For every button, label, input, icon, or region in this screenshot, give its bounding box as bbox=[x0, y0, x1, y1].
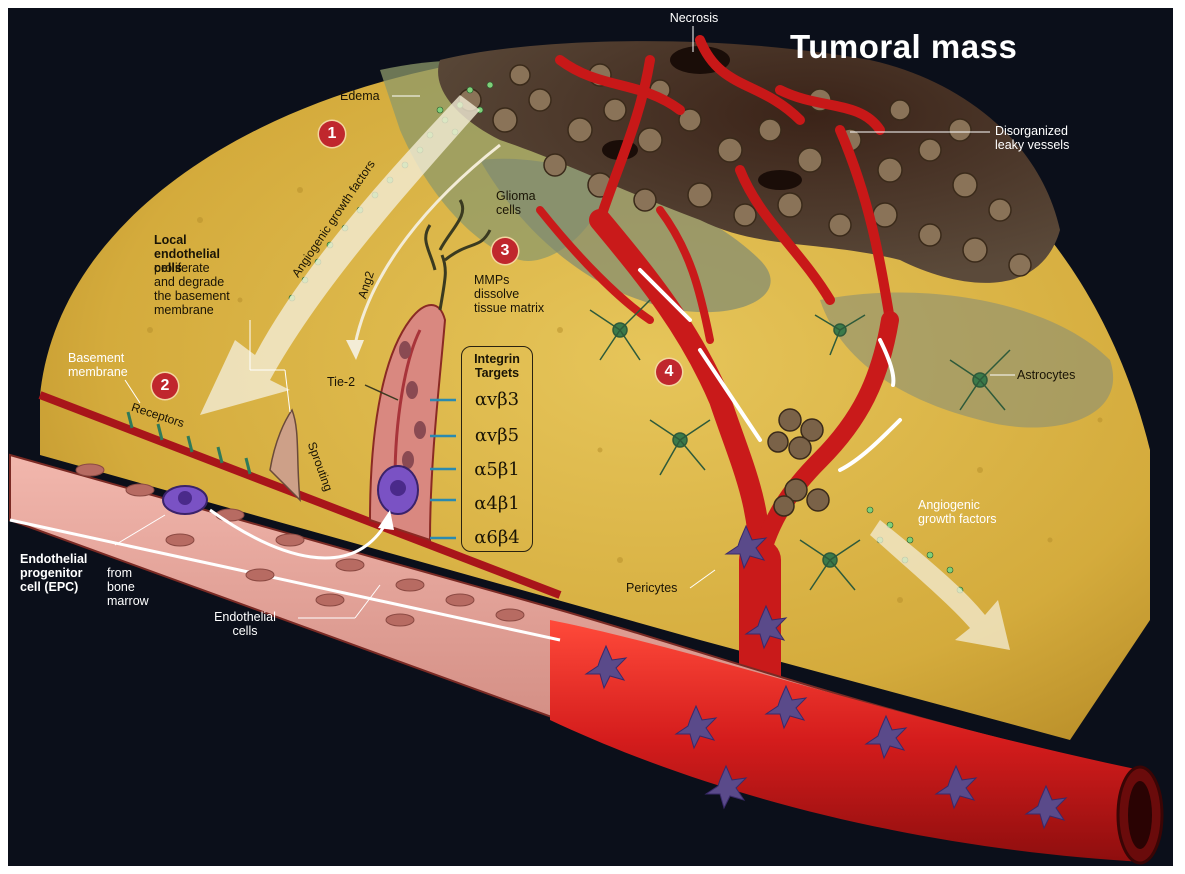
step-badge-2: 2 bbox=[152, 373, 178, 399]
label-edema: Edema bbox=[340, 89, 380, 103]
label-epc-rest: from bone marrow bbox=[107, 566, 167, 608]
diagram-title: Tumoral mass bbox=[790, 28, 1017, 66]
label-endothelial-cells: Endothelial cells bbox=[195, 610, 295, 638]
step-badge-1: 1 bbox=[319, 121, 345, 147]
label-local-endothelial-rest: proliferate and degrade the basement mem… bbox=[154, 261, 284, 317]
label-basement-membrane: Basement membrane bbox=[68, 351, 128, 379]
label-astrocytes: Astrocytes bbox=[1017, 368, 1075, 382]
label-mmps: MMPs dissolve tissue matrix bbox=[474, 273, 544, 315]
label-necrosis: Necrosis bbox=[655, 11, 733, 25]
step-badge-4: 4 bbox=[656, 359, 682, 385]
integrin-item: α5β1 bbox=[462, 459, 532, 480]
label-angiogenic-growth-factors: Angiogenic growth factors bbox=[918, 498, 997, 526]
integrin-targets-box: Integrin Targets αvβ3 αvβ5 α5β1 α4β1 α6β… bbox=[461, 346, 533, 552]
label-disorganized-vessels: Disorganized leaky vessels bbox=[995, 124, 1069, 152]
integrin-title: Integrin Targets bbox=[462, 352, 532, 380]
integrin-item: αvβ3 bbox=[462, 389, 532, 410]
integrin-item: α6β4 bbox=[462, 527, 532, 548]
step-badge-3: 3 bbox=[492, 238, 518, 264]
label-pericytes: Pericytes bbox=[626, 581, 677, 595]
label-epc-bold: Endothelial progenitor cell (EPC) bbox=[20, 552, 87, 594]
label-tie2: Tie-2 bbox=[327, 375, 355, 389]
label-glioma-cells: Glioma cells bbox=[496, 189, 536, 217]
integrin-item: αvβ5 bbox=[462, 425, 532, 446]
integrin-item: α4β1 bbox=[462, 493, 532, 514]
